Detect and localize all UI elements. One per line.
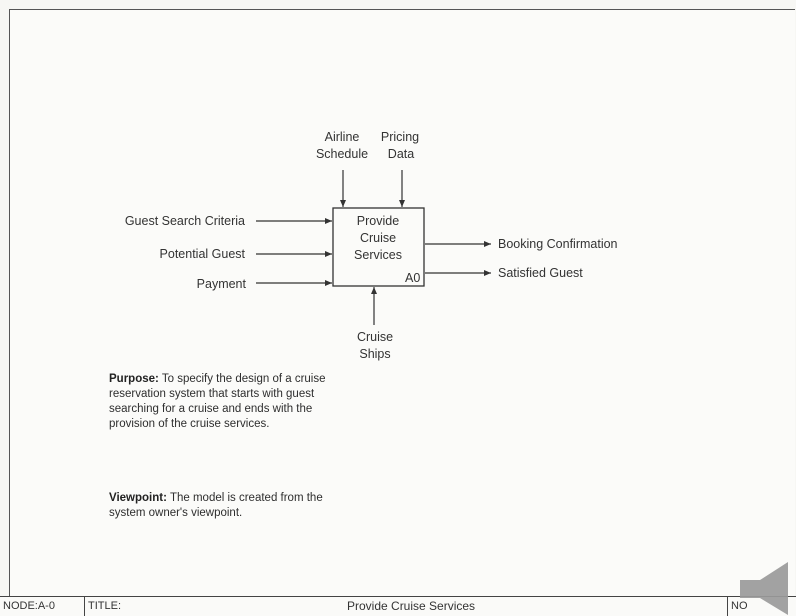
control-label-2-line-2: Data xyxy=(388,147,414,161)
viewpoint-label: Viewpoint xyxy=(109,492,164,504)
activity-title-line-3: Services xyxy=(354,248,402,262)
activity-title-line-2: Cruise xyxy=(360,231,396,245)
activity-id: A0 xyxy=(405,271,420,285)
control-label-1-line-2: Schedule xyxy=(316,147,368,161)
viewpoint-text: Viewpoint: The model is created from the… xyxy=(109,492,323,519)
viewpoint-body: The model is created from the system own… xyxy=(109,492,323,519)
node-field: NODE:A-0 xyxy=(3,600,55,612)
purpose-body: To specify the design of a cruise reserv… xyxy=(109,373,326,430)
activity-box xyxy=(332,207,425,287)
mechanism-label-line-1: Cruise xyxy=(357,330,393,344)
idef0-diagram: Provide Cruise Services A0 Airline Sched… xyxy=(125,130,618,361)
purpose-label: Purpose xyxy=(109,373,156,385)
diagram-sheet xyxy=(9,9,795,615)
title-block: NODE:A-0 TITLE: Provide Cruise Services … xyxy=(0,596,796,616)
footer-divider xyxy=(727,597,728,616)
activity-title-line-1: Provide xyxy=(357,214,399,228)
control-label-2-line-1: Pricing xyxy=(381,130,419,144)
speaker-icon[interactable] xyxy=(738,560,796,615)
input-label-2: Potential Guest xyxy=(160,247,246,261)
mechanism-label-line-2: Ships xyxy=(359,347,390,361)
footer-divider xyxy=(84,597,85,616)
input-label-3: Payment xyxy=(197,277,247,291)
title-field-label: TITLE: xyxy=(88,600,122,612)
purpose-text: Purpose: To specify the design of a crui… xyxy=(109,373,326,430)
number-field-label: NO xyxy=(731,600,748,612)
control-label-1-line-1: Airline xyxy=(325,130,360,144)
diagram-title: Provide Cruise Services xyxy=(347,599,476,613)
output-label-1: Booking Confirmation xyxy=(498,237,618,251)
input-label-1: Guest Search Criteria xyxy=(125,214,245,228)
output-label-2: Satisfied Guest xyxy=(498,266,583,280)
